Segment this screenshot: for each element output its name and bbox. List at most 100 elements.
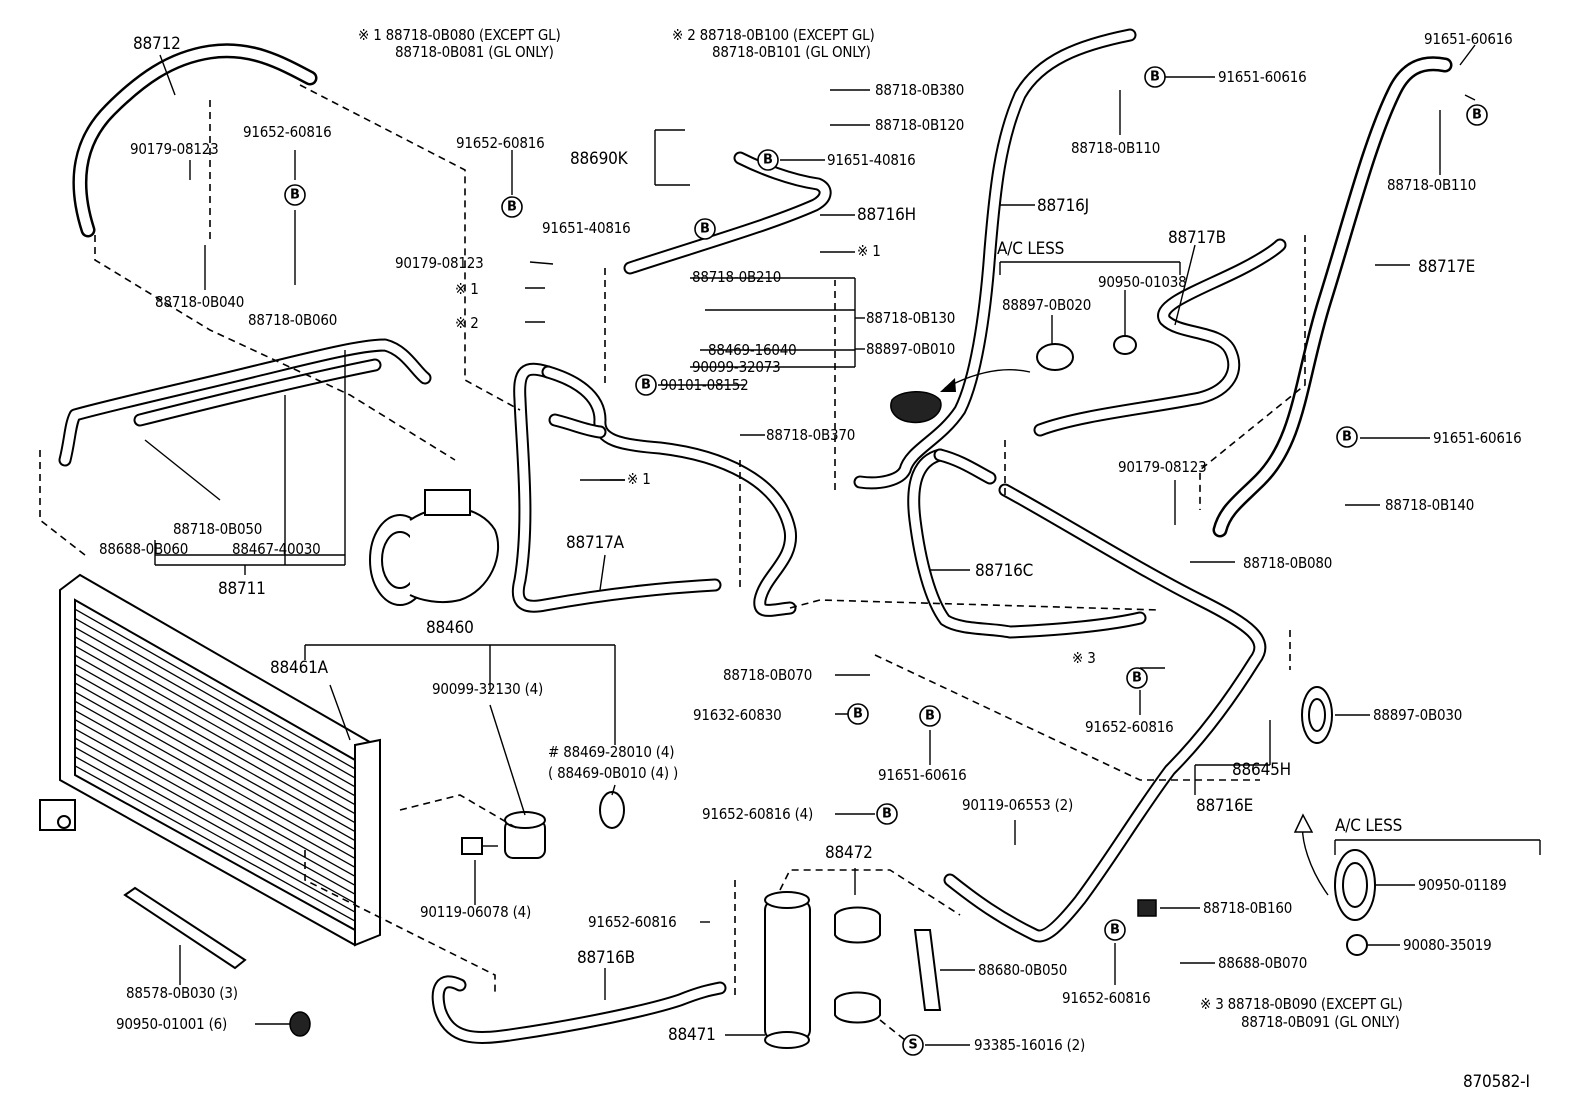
label-90099-32073: 90099-32073 <box>692 358 781 376</box>
condenser-fin <box>74 663 356 824</box>
label-90950-01001: 90950-01001 (6) <box>116 1015 228 1033</box>
note-2-line2: 88718-0B101 (GL ONLY) <box>712 43 871 61</box>
label-91651-40816-a: 91651-40816 <box>827 151 916 169</box>
condenser-fin <box>74 709 356 868</box>
dashed-lines <box>39 84 1306 1041</box>
condenser-fin <box>74 765 356 922</box>
label-88717b: 88717B <box>1168 228 1226 248</box>
condenser-fin <box>74 645 356 806</box>
label-91652-60816-e: 91652-60816 <box>1062 989 1151 1007</box>
condenser-fin <box>74 691 356 851</box>
label-88718-0b380: 88718-0B380 <box>875 81 965 99</box>
ref-note-3-a: ※ 3 <box>1072 649 1096 667</box>
label-88718-0b120: 88718-0B120 <box>875 116 965 134</box>
leader-lines <box>144 44 1541 1046</box>
label-90179-08123-c: 90179-08123 <box>1118 458 1207 476</box>
b-callout-7: B <box>1466 104 1488 126</box>
svg-text:B: B <box>1110 923 1120 938</box>
label-88712: 88712 <box>133 34 181 54</box>
svg-text:B: B <box>700 222 710 237</box>
condenser-fin <box>74 719 356 877</box>
b-callout-2: B <box>501 196 523 218</box>
label-88690k: 88690K <box>570 149 628 169</box>
label-88718-0b060: 88718-0B060 <box>248 311 338 329</box>
bracket-88680-0b050 <box>913 929 942 1011</box>
label-90080-35019: 90080-35019 <box>1403 936 1492 954</box>
condenser-fin <box>74 728 356 886</box>
label-90099-32130: 90099-32130 (4) <box>432 680 544 698</box>
b-callout-3: B <box>757 149 779 171</box>
pipe-88716j <box>853 28 1137 490</box>
ref-note-1-a: ※ 1 <box>455 280 479 298</box>
svg-text:B: B <box>290 188 300 203</box>
label-90179-08123-b: 90179-08123 <box>395 254 484 272</box>
label-91651-40816-b: 91651-40816 <box>542 219 631 237</box>
note-3-line1: ※ 3 88718-0B090 (EXCEPT GL) <box>1200 995 1403 1013</box>
label-88467-40030: 88467-40030 <box>232 540 321 558</box>
condenser-fin <box>74 617 356 779</box>
label-88645h: 88645H <box>1232 760 1291 780</box>
receiver-dryer-88471 <box>764 891 881 1049</box>
b-callout-9: B <box>1126 667 1148 689</box>
b-callout-11: B <box>919 705 941 727</box>
label-90119-06078: 90119-06078 (4) <box>420 903 532 921</box>
arrow-grommet-install <box>940 369 1031 392</box>
label-88716h: 88716H <box>857 205 916 225</box>
label-88460: 88460 <box>426 618 474 638</box>
condenser-fin <box>74 608 356 770</box>
label-88471: 88471 <box>668 1025 716 1045</box>
label-88718-0b370: 88718-0B370 <box>766 426 856 444</box>
svg-text:B: B <box>641 378 651 393</box>
label-93385-16016: 93385-16016 (2) <box>974 1036 1086 1054</box>
label-88718-0b210: 88718-0B210 <box>692 268 782 286</box>
mount-90099-32130 <box>504 811 546 859</box>
compressor <box>369 489 500 606</box>
label-88897-0b010: 88897-0B010 <box>866 340 956 358</box>
b-callout-10: B <box>847 703 869 725</box>
label-90950-01038: 90950-01038 <box>1098 273 1187 291</box>
condenser-fin <box>74 682 356 842</box>
svg-text:B: B <box>1472 108 1482 123</box>
s-callout-1: S <box>902 1034 924 1056</box>
ref-note-2-a: ※ 2 <box>455 314 479 332</box>
label-88469-16040: 88469-16040 <box>708 341 797 359</box>
condenser-fin <box>74 746 356 904</box>
b-callout-6: B <box>1144 66 1166 88</box>
hose-88717e <box>1212 56 1453 538</box>
b-callout-8: B <box>1336 426 1358 448</box>
condenser-fin <box>74 673 356 833</box>
note-3-line2: 88718-0B091 (GL ONLY) <box>1241 1013 1400 1031</box>
svg-text:B: B <box>1150 70 1160 85</box>
grommet-88897-0b030 <box>1301 686 1333 744</box>
condenser-fin <box>74 700 356 859</box>
bolt-90119-06078 <box>461 837 498 855</box>
label-88718-0b110-a: 88718-0B110 <box>1071 139 1161 157</box>
label-88688-0b070: 88688-0B070 <box>1218 954 1308 972</box>
condenser-fin <box>74 636 356 797</box>
pipe-88716e <box>943 483 1267 943</box>
cushion-88469-28010 <box>599 791 625 829</box>
label-90101-08152: 90101-08152 <box>660 376 749 394</box>
note-1-line1: ※ 1 88718-0B080 (EXCEPT GL) <box>358 26 561 44</box>
label-88718-0b140: 88718-0B140 <box>1385 496 1475 514</box>
label-88717a: 88717A <box>566 533 624 553</box>
pipe-88716h <box>623 151 832 275</box>
label-90950-01189: 90950-01189 <box>1418 876 1507 894</box>
label-88716e: 88716E <box>1196 796 1254 816</box>
svg-text:B: B <box>507 200 517 215</box>
label-88718-0b160: 88718-0B160 <box>1203 899 1293 917</box>
plug-90080-35019 <box>1346 934 1368 956</box>
label-88578-0b030: 88578-0B030 (3) <box>126 984 238 1002</box>
b-callout-13: B <box>1104 919 1126 941</box>
grommet-88897-0b020 <box>1036 343 1074 371</box>
svg-text:B: B <box>853 707 863 722</box>
pipe-88717a <box>511 362 797 617</box>
svg-text:B: B <box>1342 430 1352 445</box>
note-2-line1: ※ 2 88718-0B100 (EXCEPT GL) <box>672 26 875 44</box>
label-91632-60830: 91632-60830 <box>693 706 782 724</box>
grommet-88897-0b010 <box>890 391 942 424</box>
label-88469-28010: # 88469-28010 (4) <box>548 743 675 761</box>
condenser-fin <box>74 774 356 931</box>
label-91652-60816-a: 91652-60816 <box>243 123 332 141</box>
